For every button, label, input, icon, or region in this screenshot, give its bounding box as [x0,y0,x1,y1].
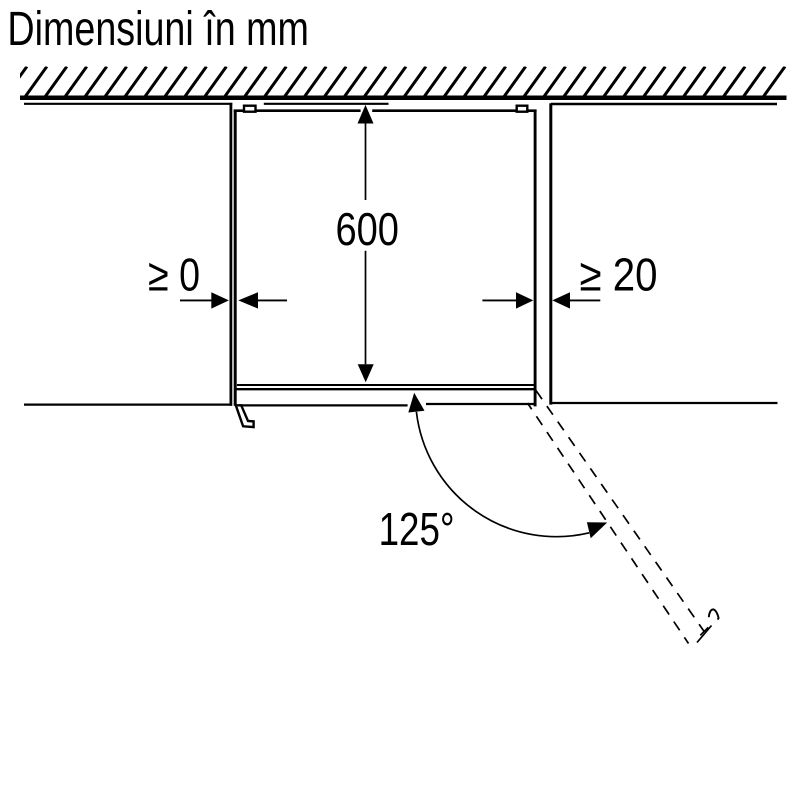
svg-text:Dimensiuni în mm: Dimensiuni în mm [7,3,309,56]
svg-text:≥ 0: ≥ 0 [148,249,200,301]
svg-text:125°: 125° [379,503,455,555]
svg-text:≥ 20: ≥ 20 [580,249,658,301]
svg-text:600: 600 [335,203,399,255]
